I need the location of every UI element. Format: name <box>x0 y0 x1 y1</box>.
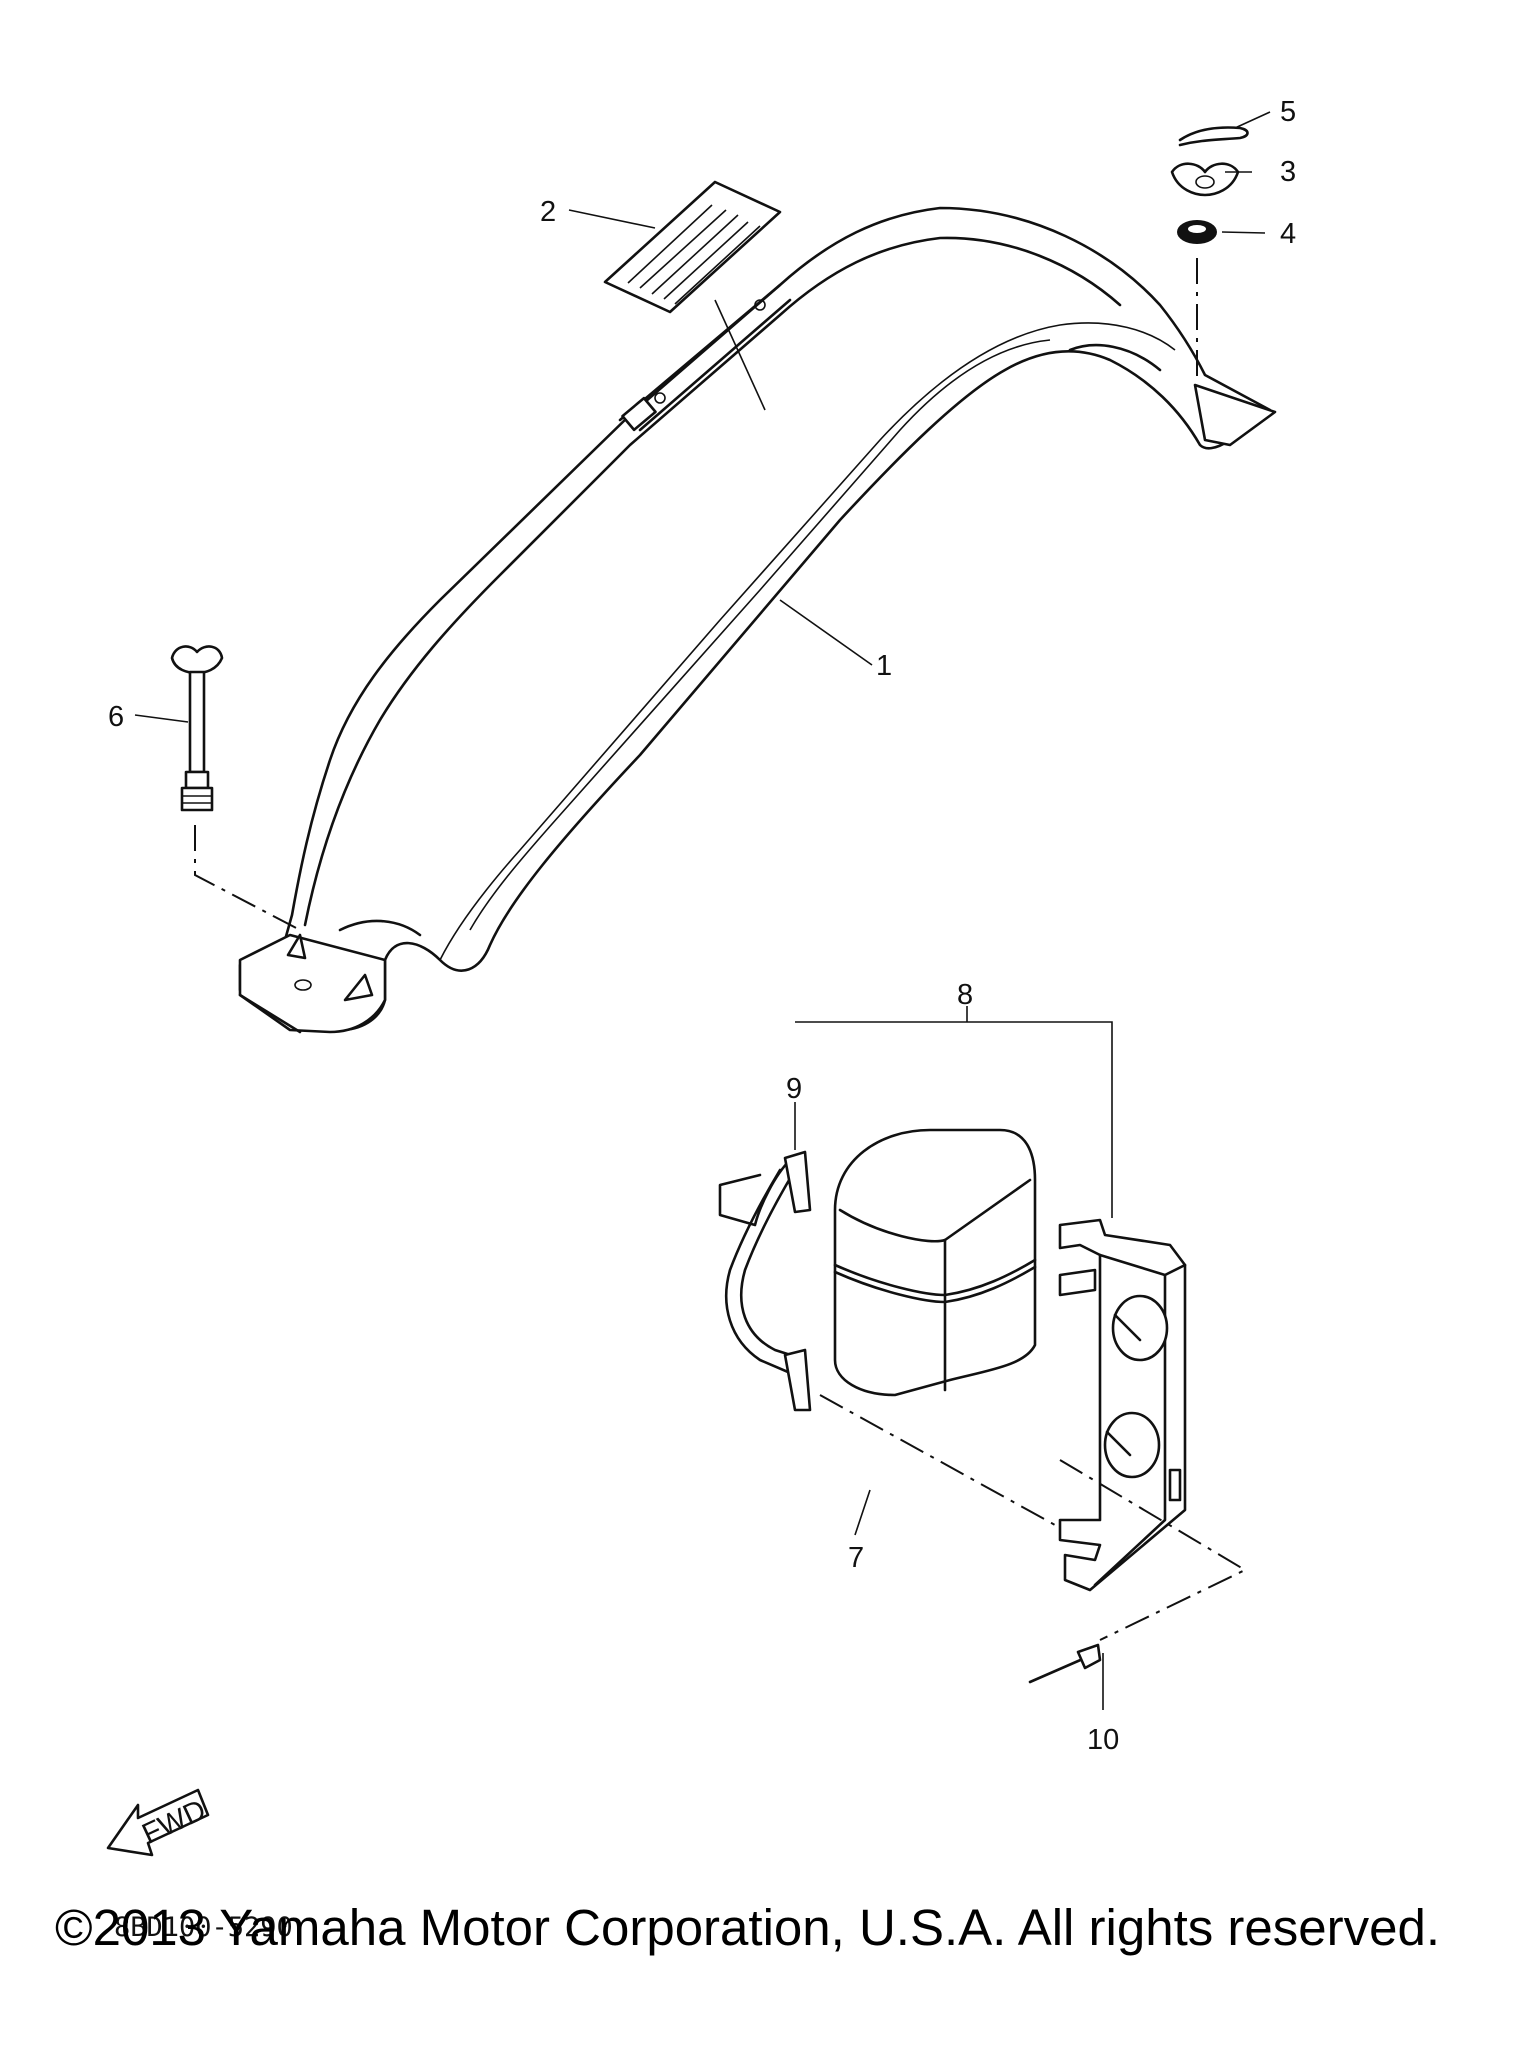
cotter-pin <box>1178 126 1249 147</box>
bracket <box>1058 1218 1187 1592</box>
callout-4: 4 <box>1280 218 1296 250</box>
callout-2: 2 <box>540 196 556 228</box>
tool-case <box>833 1128 1037 1397</box>
callout-1: 1 <box>876 650 892 682</box>
wing-nut <box>1170 162 1240 197</box>
copyright-notice: ©2013 Yamaha Motor Corporation, U.S.A. A… <box>55 1899 1441 1956</box>
rear-fender <box>238 206 1277 1034</box>
caution-label <box>603 180 782 411</box>
wing-bolt <box>170 645 224 812</box>
callout-6: 6 <box>108 701 124 733</box>
callout-8: 8 <box>957 979 973 1011</box>
tool-strap <box>718 1150 812 1412</box>
callout-10: 10 <box>1087 1724 1119 1756</box>
leader-lines <box>134 111 1271 1710</box>
rivet <box>1028 1643 1102 1684</box>
forward-arrow-icon: FWD <box>106 1788 211 1857</box>
callout-3: 3 <box>1280 156 1296 188</box>
washer <box>1177 220 1217 244</box>
callout-7: 7 <box>848 1542 864 1574</box>
diagram-code: 8BD100-5290 <box>114 1912 293 1943</box>
callout-5: 5 <box>1280 96 1296 128</box>
callout-9: 9 <box>786 1073 802 1105</box>
